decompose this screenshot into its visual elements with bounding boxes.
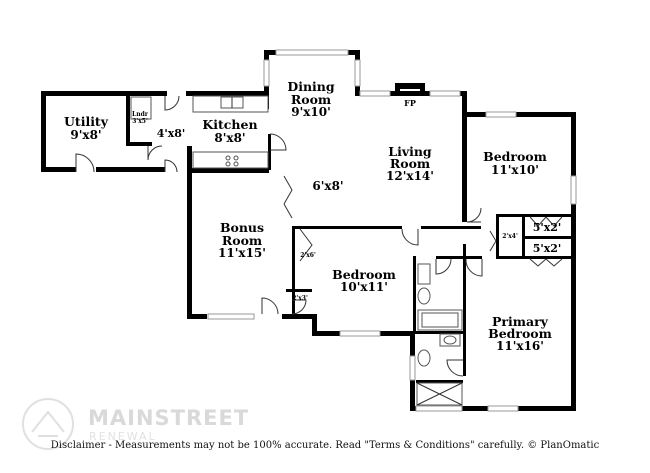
bonus-name-2: Room [222,233,262,248]
bedroom-ne-size: 11'x10' [491,163,539,177]
kitchen-name: Kitchen [202,117,257,132]
dining-size: 9'x10' [291,105,331,119]
linen-size: 2'x4' [502,233,518,240]
utility-size: 9'x8' [70,128,101,142]
bedroom-ne-name: Bedroom [483,149,547,164]
hall-small-size: 4'x8' [157,127,186,140]
dining-name-1: Dining [287,79,335,94]
walls [41,50,576,411]
closet-b-size: 2'x3' [292,295,308,302]
windows [207,49,577,412]
laundry-name: Lndr [132,111,149,118]
primary-name-2: Bedroom [488,326,552,341]
bedroom-mid-name: Bedroom [332,267,396,282]
fireplace-label: FP [404,98,416,108]
living-size: 12'x14' [386,169,434,183]
bedroom-mid-size: 10'x11' [340,280,388,294]
primary-size: 11'x16' [496,339,544,353]
dining-name-2: Room [291,92,331,107]
bonus-name-1: Bonus [220,220,264,235]
closet-ne-size: 5'x2' [533,221,562,234]
living-name-2: Room [390,156,430,171]
disclaimer: Disclaimer - Measurements may not be 100… [51,440,600,451]
watermark-logo: MAINSTREET RENEWAL [22,398,249,450]
living-name-1: Living [388,144,432,159]
laundry-size: 3'x5' [132,118,148,125]
watermark-line2: RENEWAL [89,430,157,443]
fixtures [130,95,463,406]
bonus-size: 11'x15' [218,246,266,260]
room-labels: Utility 9'x8' Lndr 3'x5' 4'x8' Kitchen 8… [64,79,561,353]
utility-name: Utility [64,114,109,129]
closet-primary-size: 5'x2' [533,242,562,255]
kitchen-size: 8'x8' [214,131,245,145]
watermark-line1: MAINSTREET [88,406,249,430]
doors [75,95,563,377]
primary-name-1: Primary [492,314,549,329]
closet-a-size: 2'x6' [300,252,316,259]
hall-size: 6'x8' [312,179,343,193]
